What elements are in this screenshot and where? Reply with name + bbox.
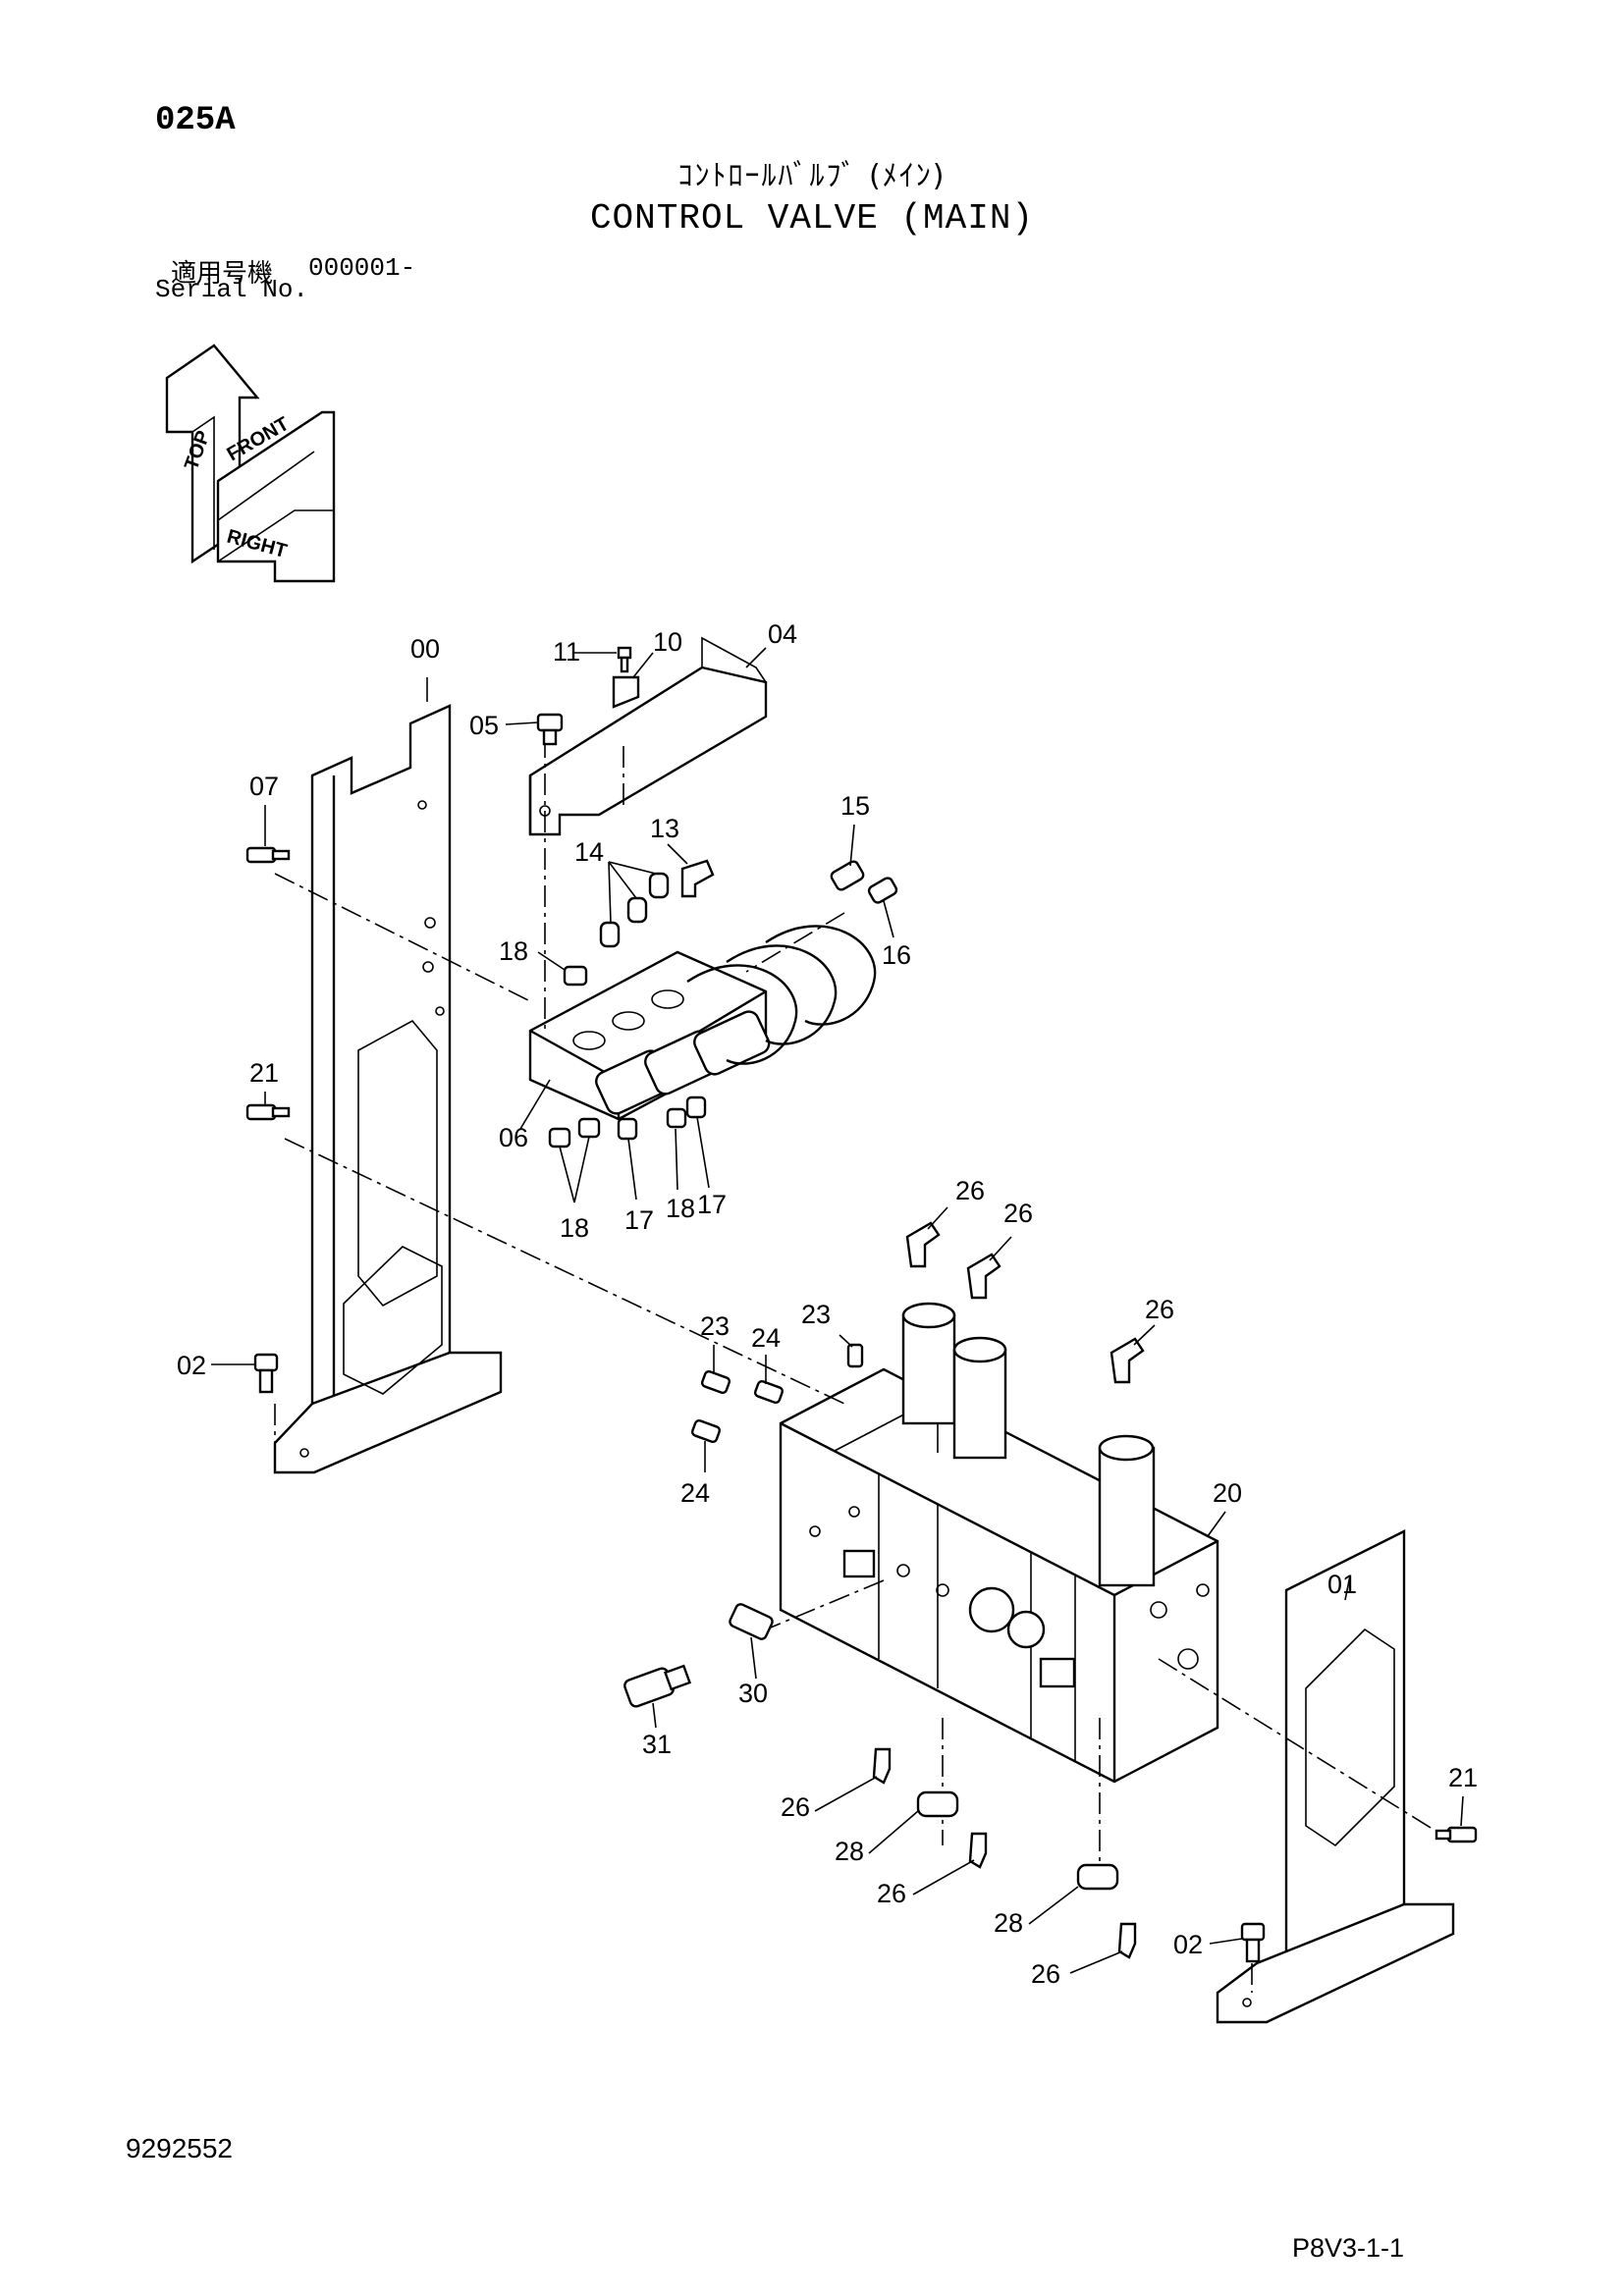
page-code: 025A bbox=[155, 102, 236, 139]
callout-28-a: 28 bbox=[835, 1837, 864, 1866]
elbows-26-top bbox=[905, 1221, 1145, 1384]
pressure-sensor-31 bbox=[623, 1664, 692, 1708]
callout-00: 00 bbox=[410, 634, 440, 664]
callout-26-f: 26 bbox=[1031, 1959, 1060, 1989]
callout-20: 20 bbox=[1213, 1478, 1242, 1508]
callout-26-a: 26 bbox=[955, 1176, 985, 1205]
serial-value: 000001- bbox=[308, 253, 416, 283]
title-english: CONTROL VALVE (MAIN) bbox=[589, 198, 1035, 239]
screw-11 bbox=[617, 646, 632, 673]
leader-lines bbox=[211, 647, 1464, 1974]
callout-24-bottom: 24 bbox=[680, 1478, 710, 1508]
callout-16: 16 bbox=[882, 940, 911, 970]
orientation-icon: TOP FRONT RIGHT bbox=[165, 344, 336, 583]
callout-15: 15 bbox=[840, 791, 870, 821]
fittings-23-24 bbox=[690, 1343, 864, 1444]
callout-18-bottom: 18 bbox=[560, 1213, 589, 1243]
fittings bbox=[245, 646, 1478, 1963]
callout-26-e: 26 bbox=[877, 1879, 906, 1908]
callout-26-d: 26 bbox=[781, 1792, 810, 1822]
connector-15 bbox=[830, 860, 865, 891]
plug-18-top bbox=[563, 965, 588, 987]
top-bracket-part-04 bbox=[528, 636, 768, 836]
sheet-reference: P8V3-1-1 bbox=[1292, 2233, 1405, 2263]
callout-04: 04 bbox=[768, 619, 797, 649]
clip-10 bbox=[612, 675, 640, 709]
elbows-26-bottom bbox=[872, 1747, 1137, 1959]
plugs-28 bbox=[916, 1790, 1119, 1891]
callout-07: 07 bbox=[249, 772, 279, 801]
serial-label-english: Serial No. bbox=[155, 275, 309, 304]
document-number: 9292552 bbox=[126, 2133, 234, 2163]
callout-30: 30 bbox=[738, 1679, 768, 1708]
callout-23-left: 23 bbox=[700, 1311, 730, 1341]
solenoid-valve-block-part-06 bbox=[528, 925, 877, 1121]
callout-17-left: 17 bbox=[624, 1205, 654, 1235]
callout-13: 13 bbox=[650, 814, 679, 843]
callout-11: 11 bbox=[553, 637, 580, 667]
main-valve-body-part-20 bbox=[779, 1302, 1219, 1784]
plugs-17 bbox=[617, 1095, 707, 1141]
callout-21-right: 21 bbox=[1448, 1763, 1478, 1792]
callout-18-middle: 18 bbox=[666, 1194, 695, 1223]
adapter-30 bbox=[729, 1603, 774, 1640]
bolt-07 bbox=[245, 846, 291, 864]
serial-label-japanese: 適用号機 bbox=[171, 259, 274, 289]
bolt-02-right bbox=[1240, 1922, 1266, 1963]
callout-01: 01 bbox=[1327, 1570, 1357, 1599]
connectors-14 bbox=[599, 872, 670, 948]
callout-05: 05 bbox=[469, 711, 499, 740]
callout-24-top: 24 bbox=[751, 1323, 781, 1353]
callout-28-b: 28 bbox=[994, 1908, 1023, 1938]
callout-02-right: 02 bbox=[1173, 1930, 1203, 1959]
connector-16 bbox=[867, 877, 898, 904]
bolt-05 bbox=[536, 713, 564, 746]
bolt-21-left bbox=[245, 1103, 291, 1121]
bolt-21-right bbox=[1435, 1826, 1478, 1843]
bolt-02-left bbox=[253, 1353, 279, 1394]
callout-17-right: 17 bbox=[697, 1190, 727, 1219]
callout-26-b: 26 bbox=[1003, 1199, 1033, 1228]
callout-06: 06 bbox=[499, 1123, 528, 1152]
elbow-13 bbox=[680, 859, 715, 898]
callout-18-top: 18 bbox=[499, 936, 528, 966]
callout-14: 14 bbox=[574, 837, 604, 867]
center-lines bbox=[274, 736, 1444, 1993]
left-bracket-part-00 bbox=[273, 704, 503, 1474]
callout-23-right: 23 bbox=[801, 1300, 831, 1329]
callout-21-left: 21 bbox=[249, 1058, 279, 1088]
callout-26-c: 26 bbox=[1145, 1295, 1174, 1324]
callout-labels: 00 01 02 02 04 05 06 07 10 11 13 14 15 1… bbox=[177, 619, 1478, 1989]
callout-10: 10 bbox=[653, 627, 682, 657]
title-japanese: ｺﾝﾄﾛｰﾙﾊﾞﾙﾌﾞ (ﾒｲﾝ) bbox=[677, 159, 947, 193]
callout-02-left: 02 bbox=[177, 1351, 206, 1380]
right-bracket-part-01 bbox=[1216, 1529, 1455, 2024]
callout-31: 31 bbox=[642, 1730, 672, 1759]
